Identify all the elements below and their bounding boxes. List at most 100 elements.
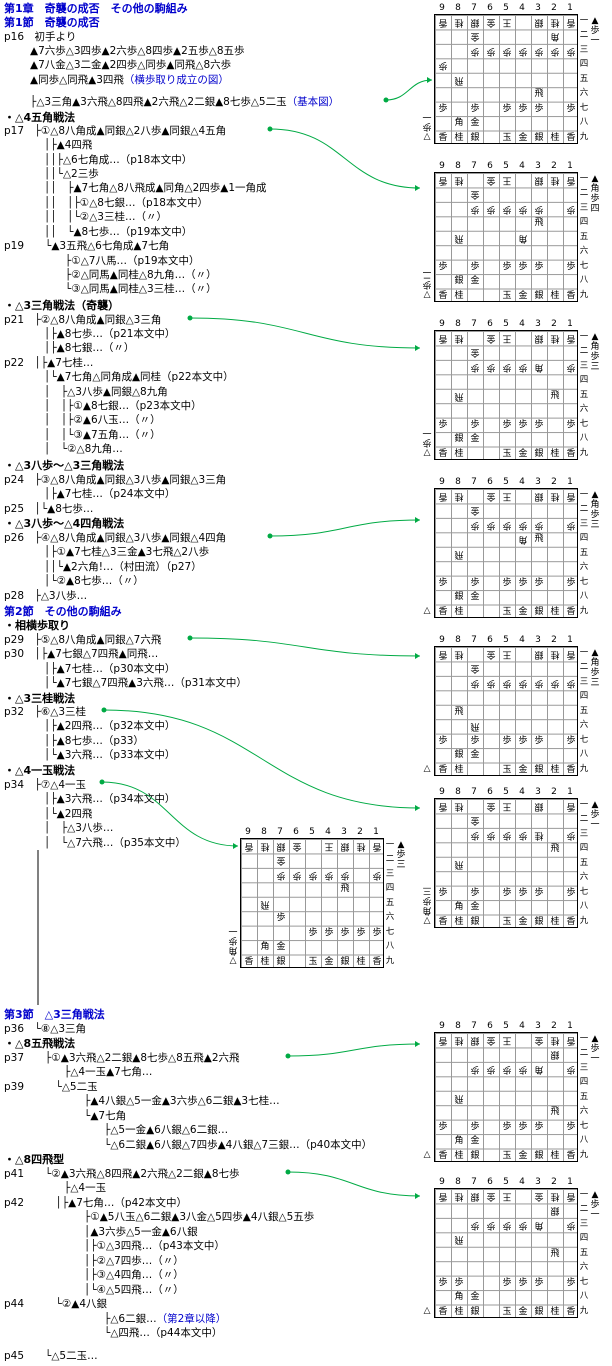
line-text: 第1節 奇襲の成否 [4,16,100,29]
sente-hand: ▽角歩三 [422,885,432,925]
line-text: │ ├△3八歩… [44,822,114,834]
rank-label: 八 [579,1135,589,1146]
rank-label: 九 [579,289,589,300]
file-label: 3 [535,3,541,13]
shogi-piece: 金 [518,290,528,301]
shogi-piece: 歩 [438,419,448,430]
rank-label: 四 [579,59,589,70]
shogi-piece: 香 [566,290,576,301]
shogi-piece: 香 [438,491,448,501]
section-heading: 第1章 奇襲の成否 その他の駒組み [4,2,188,15]
shogi-piece: 桂 [454,801,464,811]
shogi-piece: 香 [566,764,576,775]
sente-hand: ▽ [423,1305,431,1315]
shogi-piece: 香 [566,333,576,343]
shogi-piece: 歩 [518,1219,528,1230]
rank-label: 六 [579,246,589,257]
shogi-piece: 金 [276,942,286,953]
shogi-piece: 銀 [470,1306,480,1317]
move-line: ├▲4八銀△5一金▲3六歩△6二銀▲3七桂… [84,1095,280,1108]
line-text: └③△同馬▲同桂△3三桂…（〃） [44,283,217,295]
line-text: ▲7八金△3二金▲2四歩△同歩▲同飛△8六歩 [30,59,232,71]
line-text: │└▲7七角△同角成▲同桂（p22本文中） [44,371,234,383]
shogi-piece: 角 [260,942,270,953]
file-label: 8 [455,3,461,13]
shogi-piece: 桂 [550,17,560,27]
file-label: 1 [567,1177,573,1187]
shogi-piece: 金 [470,1136,480,1147]
file-label: 8 [455,319,461,329]
shogi-piece: 歩 [502,829,512,840]
shogi-piece: 銀 [276,956,286,967]
shogi-piece: 歩 [340,927,350,938]
shogi-piece: 銀 [276,841,286,851]
file-label: 3 [535,787,541,797]
rank-label: 五 [579,1091,589,1102]
shogi-piece: 歩 [502,1277,512,1288]
shogi-piece: 飛 [454,74,464,85]
shogi-piece: 桂 [454,764,464,775]
rank-label: 二 [579,662,589,673]
file-label: 6 [487,477,493,487]
file-label: 5 [503,161,509,171]
shogi-piece: 飛 [550,844,560,855]
shogi-piece: 歩 [566,887,576,898]
line-text: ├△6二銀… [104,1313,157,1325]
shogi-piece: 金 [486,801,496,811]
file-label: 5 [503,3,509,13]
line-text: ├△5一金▲6八銀△6二銀… [104,1124,229,1136]
rank-label: 六 [579,872,589,883]
line-text: p42 │├▲7七角…（p42本文中） [4,1197,187,1209]
rank-label: 一 [579,174,589,184]
file-label: 2 [551,319,557,329]
rank-label: 八 [579,591,589,602]
shogi-piece: 銀 [340,956,350,967]
move-line: p19 └▲3五飛△6七角成▲7七角 [4,240,169,253]
line-text: 第2節 その他の駒組み [4,605,122,618]
strategy-heading: ・△8四飛型 [4,1153,64,1166]
file-label: 5 [503,319,509,329]
reference-link[interactable]: （基本図） [286,96,340,108]
file-label: 4 [519,3,525,13]
shogi-piece: 香 [244,956,254,967]
file-label: 9 [439,1021,445,1031]
shogi-piece: 桂 [550,132,560,143]
rank-label: 四 [579,691,589,702]
reference-link[interactable]: （第2章以降） [156,1313,227,1325]
rank-labels: 一二三四五六七八九 [579,1032,589,1162]
shogi-piece: 角 [518,232,528,243]
line-text: ├▲4八銀△5一金▲3六歩△6二銀▲3七桂… [84,1095,280,1107]
rank-label: 八 [385,941,395,952]
shogi-piece: 桂 [550,649,560,659]
section-heading: 第3節 △3三角戦法 [4,1008,105,1021]
shogi-piece: 歩 [438,1277,448,1288]
strategy-heading: ・△4五角戦法 [4,111,75,124]
move-line: p26 ├④△8八角成▲同銀△3八歩▲同銀△4四角 [4,532,226,545]
shogi-piece: 香 [438,1306,448,1317]
shogi-piece: 歩 [566,1219,576,1230]
rank-label: 六 [579,1262,589,1273]
shogi-piece: 歩 [486,829,496,840]
shogi-piece: 飛 [260,898,270,909]
shogi-piece: 歩 [486,203,496,214]
shogi-piece: 歩 [518,887,528,898]
shogi-piece: 歩 [502,1219,512,1230]
shogi-piece: 銀 [534,132,544,143]
line-text: ││ │├①△8七銀…（p18本文中） [44,197,208,209]
shogi-piece: 角 [454,1136,464,1147]
shogi-piece: 歩 [566,103,576,114]
file-label: 3 [535,477,541,487]
shogi-piece: 歩 [486,1219,496,1230]
shogi-piece: 香 [438,1191,448,1201]
move-line: │ │├②▲6八玉…（〃） [44,414,161,427]
line-text: ・△8五飛戦法 [4,1037,76,1050]
rank-label: 二 [579,346,589,357]
shogi-piece: 銀 [534,916,544,927]
reference-link[interactable]: （横歩取り成立の図） [123,74,229,86]
shogi-piece: 金 [486,333,496,343]
